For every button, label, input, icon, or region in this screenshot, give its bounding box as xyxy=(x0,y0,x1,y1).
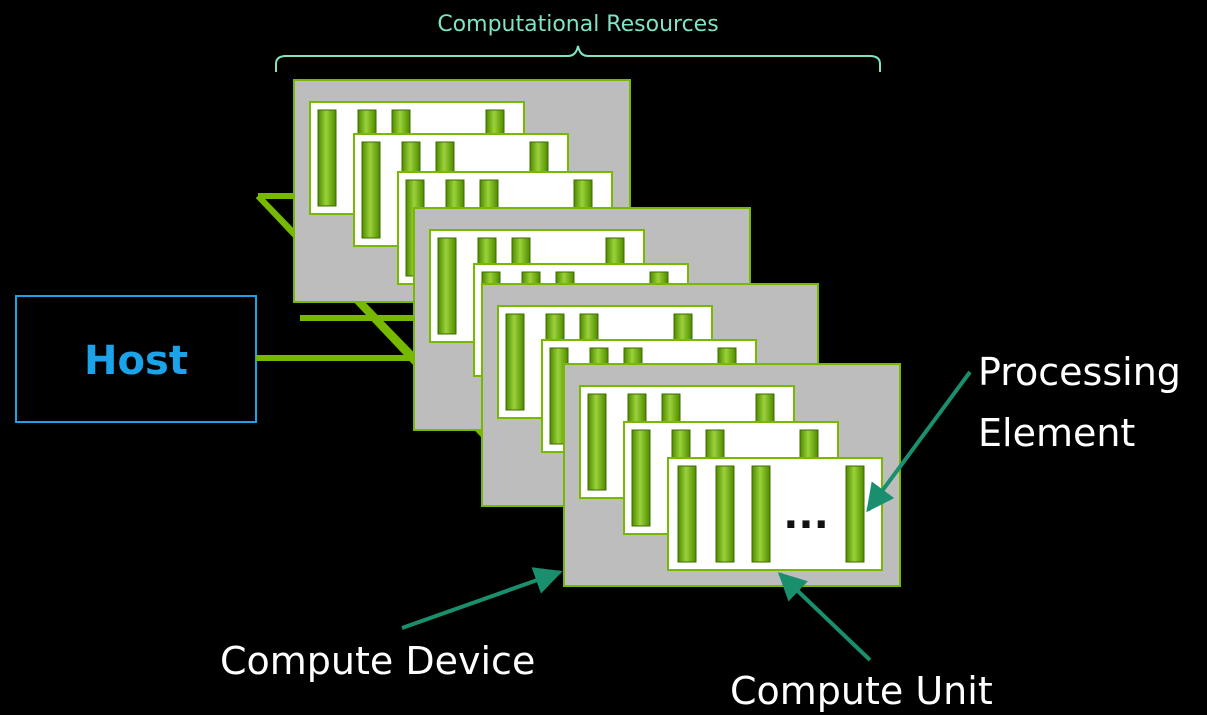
processing-element xyxy=(715,465,735,563)
arrow-icon xyxy=(401,567,563,630)
brace-label: Computational Resources xyxy=(437,12,718,37)
processing-element xyxy=(677,465,697,563)
brace-icon xyxy=(275,45,881,72)
arrow-icon xyxy=(866,370,972,513)
compute-unit-label: Compute Unit xyxy=(730,669,993,713)
processing-element-label-line1: Processing xyxy=(978,350,1181,394)
processing-element xyxy=(751,465,771,563)
compute-device-label: Compute Device xyxy=(220,639,535,683)
host-box xyxy=(15,295,257,423)
compute-device-4: ... xyxy=(563,363,901,587)
processing-element-label-line2: Element xyxy=(978,411,1135,455)
host-label: Host xyxy=(84,338,188,384)
compute-unit-front: ... xyxy=(667,457,883,571)
arrow-icon xyxy=(777,572,872,662)
ellipsis: ... xyxy=(783,492,829,538)
processing-element xyxy=(845,465,865,563)
